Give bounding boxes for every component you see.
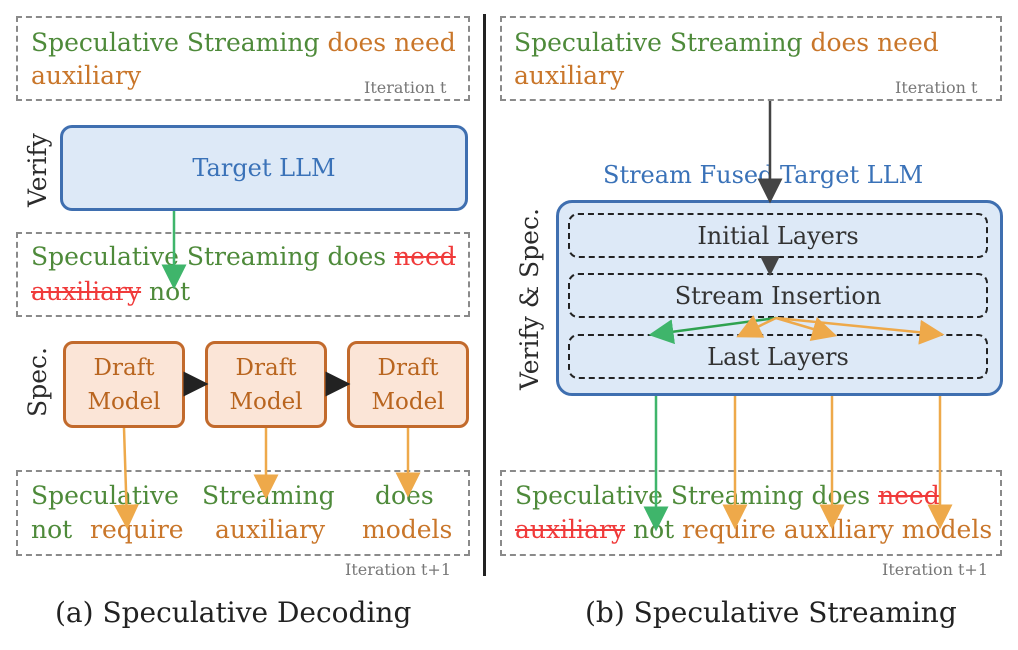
left-iteration-t-box bbox=[16, 16, 470, 101]
arrow-stream-orange-2 bbox=[775, 316, 838, 342]
arrow-draft1-output bbox=[113, 427, 139, 530]
word: auxiliary bbox=[31, 277, 142, 306]
draft-model-1: Draft Model bbox=[63, 341, 185, 428]
left-top-line1: Speculative Streaming does need bbox=[31, 27, 456, 59]
word: Speculative bbox=[515, 481, 663, 510]
target-llm-box: Target LLM bbox=[60, 125, 468, 211]
right-iteration-t1-box bbox=[500, 470, 1002, 556]
right-caption: (b) Speculative Streaming bbox=[585, 596, 957, 629]
last-layers-label: Last Layers bbox=[707, 342, 849, 371]
draft-model-2: Draft Model bbox=[205, 341, 327, 428]
left-top-line2: auxiliary bbox=[31, 60, 141, 92]
left-mid-line1: Speculative Streaming does need bbox=[31, 241, 456, 273]
word: Speculative bbox=[31, 28, 179, 57]
word: Speculative bbox=[31, 242, 179, 271]
word: does bbox=[327, 242, 387, 271]
stream-insertion-label: Stream Insertion bbox=[674, 281, 882, 310]
word: auxiliary bbox=[514, 61, 625, 90]
target-llm-title: Target LLM bbox=[780, 161, 924, 189]
arrow-stream-orange-1 bbox=[736, 315, 777, 338]
word: need bbox=[877, 28, 939, 57]
left-iteration-t-label: Iteration t bbox=[364, 78, 447, 97]
panel-divider bbox=[483, 14, 486, 576]
word: does bbox=[810, 28, 870, 57]
target-llm-label: Target LLM bbox=[192, 154, 336, 182]
right-top-line2: auxiliary bbox=[514, 60, 624, 92]
word: auxiliary bbox=[515, 515, 626, 544]
initial-layers-label: Initial Layers bbox=[697, 221, 859, 250]
left-iteration-t1-label: Iteration t+1 bbox=[345, 560, 451, 579]
word: Streaming bbox=[186, 28, 320, 57]
left-verified-box bbox=[16, 232, 470, 317]
left-caption: (a) Speculative Decoding bbox=[55, 596, 412, 629]
word: Streaming bbox=[669, 28, 803, 57]
left-iteration-t1-box bbox=[16, 470, 470, 556]
right-iteration-t-box bbox=[500, 16, 1002, 101]
word: Speculative bbox=[514, 28, 662, 57]
right-top-line1: Speculative Streaming does need bbox=[514, 27, 939, 59]
word: auxiliary bbox=[31, 61, 142, 90]
stream-fused-title: Stream Fused bbox=[603, 161, 774, 189]
left-mid-line2: auxiliary not bbox=[31, 276, 190, 308]
left-bottom-col1-word2: not bbox=[31, 515, 73, 544]
word: need bbox=[394, 28, 456, 57]
draft-model-3: Draft Model bbox=[347, 341, 469, 428]
word: Streaming bbox=[186, 242, 320, 271]
right-iteration-t-label: Iteration t bbox=[895, 78, 978, 97]
word: need bbox=[394, 242, 456, 271]
arrow-stream-orange-3 bbox=[775, 316, 945, 345]
left-bottom-col1-word1: Speculative bbox=[31, 481, 179, 510]
left-bottom-col2-word2: auxiliary bbox=[215, 515, 326, 544]
left-bottom-col3-word2: models bbox=[362, 515, 453, 544]
last-layers: Last Layers bbox=[568, 334, 988, 379]
right-iteration-t1-label: Iteration t+1 bbox=[882, 560, 988, 579]
stream-fused-llm-box bbox=[556, 200, 1003, 396]
word: does bbox=[327, 28, 387, 57]
